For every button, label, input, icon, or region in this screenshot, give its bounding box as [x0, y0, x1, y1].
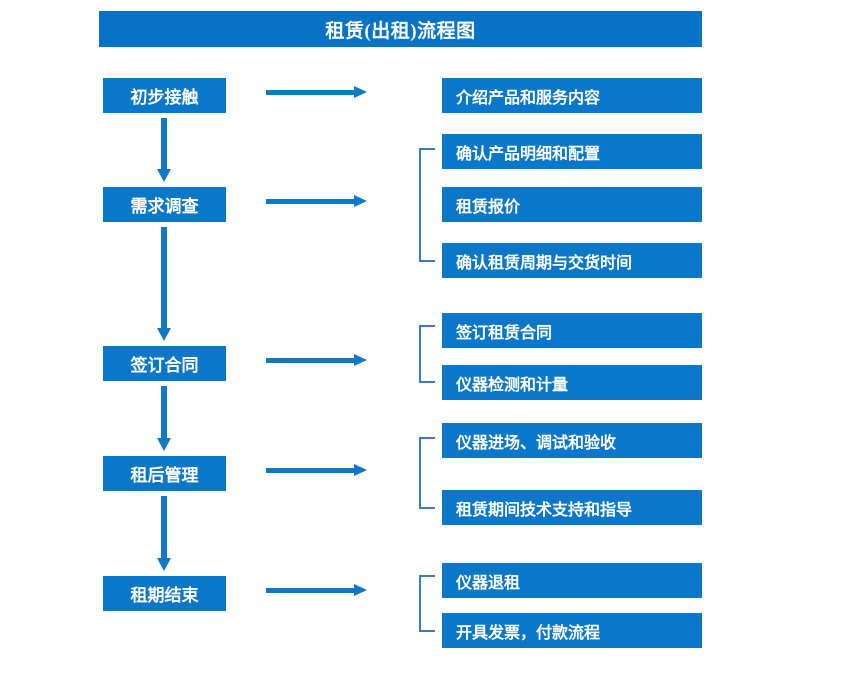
- arrow-head-right-icon: [354, 86, 367, 98]
- detail-box-8: 租赁期间技术支持和指导: [442, 490, 702, 525]
- group-bracket-2: [419, 325, 435, 383]
- arrow-shaft: [161, 386, 167, 438]
- detail-box-3: 租赁报价: [442, 187, 702, 222]
- detail-box-6: 仪器检测和计量: [442, 365, 702, 400]
- stage-box-2: 需求调查: [103, 187, 226, 222]
- detail-box-10: 开具发票，付款流程: [442, 613, 702, 648]
- detail-box-5: 签订租赁合同: [442, 313, 702, 348]
- horizontal-arrow-5: [266, 584, 367, 597]
- vertical-arrow-2: [157, 227, 172, 341]
- arrow-head-right-icon: [354, 195, 367, 207]
- detail-box-1: 介绍产品和服务内容: [442, 78, 702, 113]
- arrow-shaft: [266, 468, 356, 473]
- horizontal-arrow-3: [266, 354, 367, 367]
- arrow-head-down-icon: [157, 328, 171, 341]
- detail-box-9: 仪器退租: [442, 563, 702, 598]
- page-title: 租赁(出租)流程图: [99, 11, 702, 47]
- group-bracket-1: [419, 148, 435, 262]
- detail-box-4: 确认租赁周期与交货时间: [442, 243, 702, 278]
- arrow-shaft: [266, 199, 356, 204]
- arrow-head-right-icon: [354, 584, 367, 596]
- arrow-head-right-icon: [354, 464, 367, 476]
- arrow-shaft: [161, 496, 167, 558]
- stage-box-1: 初步接触: [103, 78, 226, 113]
- arrow-head-down-icon: [157, 438, 171, 451]
- stage-box-3: 签订合同: [103, 346, 226, 381]
- detail-box-7: 仪器进场、调试和验收: [442, 423, 702, 458]
- arrow-shaft: [266, 90, 356, 95]
- horizontal-arrow-4: [266, 464, 367, 477]
- arrow-shaft: [161, 118, 167, 169]
- stage-box-4: 租后管理: [103, 456, 226, 491]
- arrow-head-right-icon: [354, 354, 367, 366]
- arrow-shaft: [266, 358, 356, 363]
- arrow-shaft: [266, 588, 356, 593]
- stage-box-5: 租期结束: [103, 576, 226, 611]
- horizontal-arrow-2: [266, 195, 367, 208]
- arrow-head-down-icon: [157, 169, 171, 182]
- horizontal-arrow-1: [266, 86, 367, 99]
- arrow-shaft: [161, 227, 167, 328]
- group-bracket-4: [419, 575, 435, 632]
- vertical-arrow-1: [157, 118, 172, 182]
- vertical-arrow-3: [157, 386, 172, 451]
- group-bracket-3: [419, 437, 435, 509]
- arrow-head-down-icon: [157, 558, 171, 571]
- vertical-arrow-4: [157, 496, 172, 571]
- detail-box-2: 确认产品明细和配置: [442, 134, 702, 169]
